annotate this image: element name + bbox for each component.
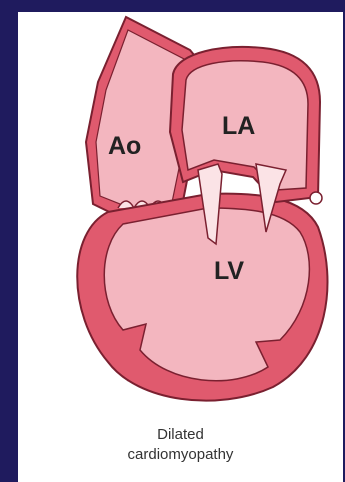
dilated-heart-diagram: Ao LA LV [18, 12, 343, 482]
diagram-panel: Ao LA LV Dilated cardiomyopathy [18, 12, 343, 482]
label-left-ventricle: LV [214, 257, 244, 285]
label-aorta: Ao [108, 132, 141, 160]
caption-line-1: Dilated [18, 425, 343, 445]
label-left-atrium: LA [222, 112, 255, 140]
coronary-vessel-circle [310, 192, 322, 204]
caption-line-2: cardiomyopathy [18, 445, 343, 465]
